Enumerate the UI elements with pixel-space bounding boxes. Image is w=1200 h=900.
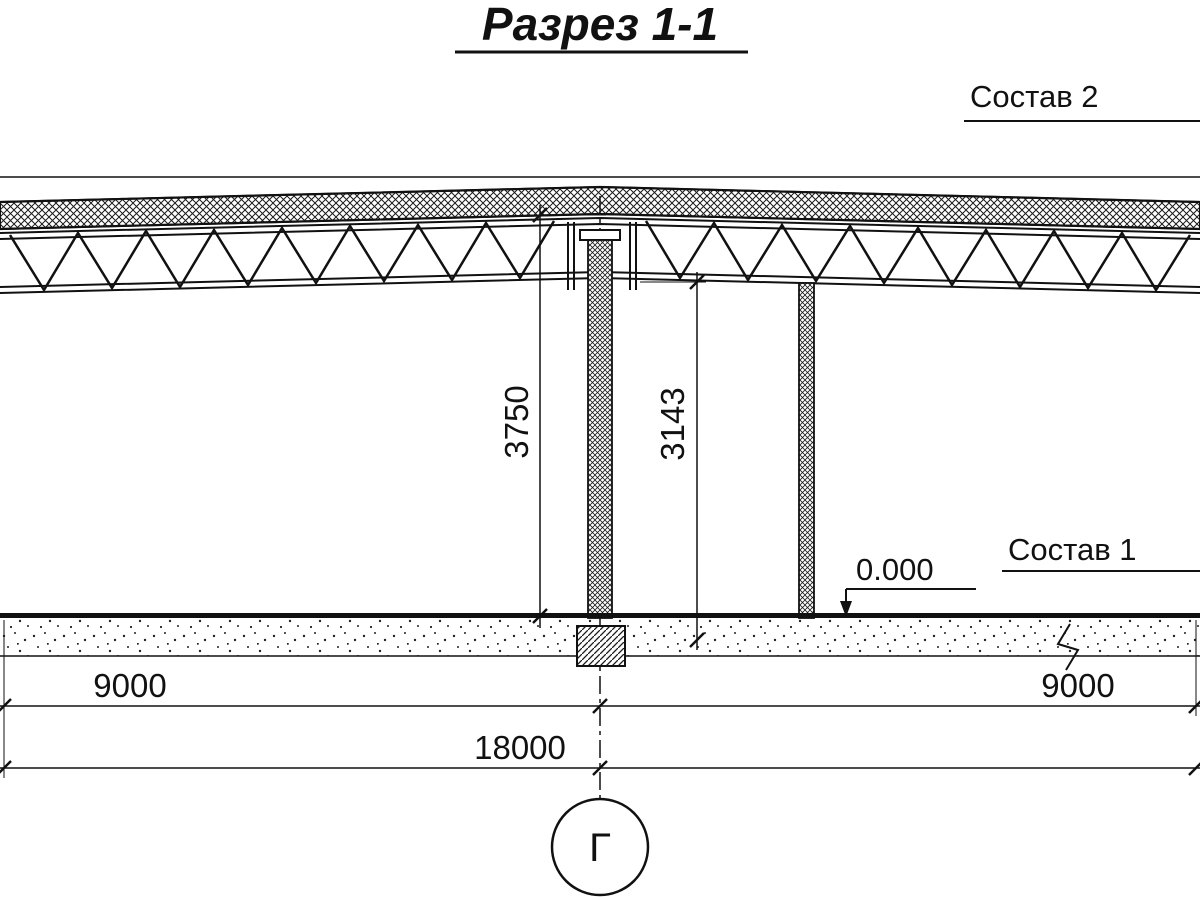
dim-total-tick-center — [592, 760, 608, 776]
dim-3750-tick-bottom — [532, 608, 548, 624]
dim-3143-tick-top — [689, 274, 705, 290]
dim-bays: 9000 9000 — [0, 667, 1200, 714]
axis-label: Г — [589, 826, 611, 870]
dim-total-tick-left — [0, 760, 12, 774]
dim-bays-tick-right — [1188, 700, 1200, 714]
dim-3143-value: 3143 — [654, 387, 691, 460]
truss-web-left — [8, 220, 556, 293]
roof-band-top-edge — [0, 185, 1200, 204]
dim-total-tick-right — [1188, 762, 1200, 776]
roof-assembly — [0, 176, 1200, 231]
truss-top-chord-outer — [0, 216, 1200, 234]
dim-9000-left-value: 9000 — [93, 667, 166, 704]
level-mark: 0.000 — [840, 552, 976, 617]
dim-3750-tick-top — [532, 207, 548, 223]
roof-band-bottom-edge — [0, 212, 1200, 231]
dim-3143: 3143 — [640, 272, 706, 650]
drawing-title: Разрез 1-1 — [482, 0, 718, 50]
foundation-block — [576, 625, 626, 667]
column-cap-plate — [579, 229, 621, 241]
dim-3750: 3750 — [498, 205, 606, 628]
axis-marker: Г — [550, 797, 650, 897]
columns — [579, 229, 815, 619]
dim-9000-right-value: 9000 — [1041, 667, 1114, 704]
truss-web-right — [644, 220, 1192, 293]
truss-top-chord-inner — [0, 222, 1200, 240]
dim-bays-tick-left — [0, 698, 12, 712]
composition-2-label: Состав 2 — [970, 79, 1099, 114]
dim-18000-value: 18000 — [474, 729, 566, 766]
composition-1-label: Состав 1 — [1008, 532, 1137, 567]
composition-1-callout: Состав 1 — [1002, 532, 1200, 572]
composition-2-callout: Состав 2 — [964, 79, 1200, 122]
axis-circle — [550, 797, 650, 897]
dim-bays-tick-center — [592, 698, 608, 714]
dim-3750-value: 3750 — [498, 385, 535, 458]
dim-total-span: 18000 — [0, 729, 1200, 776]
center-column — [587, 239, 613, 619]
dim-3143-tick-bottom — [689, 632, 705, 648]
level-mark-arrow-head — [840, 601, 852, 617]
level-mark-value: 0.000 — [856, 552, 934, 587]
floor-break-mark — [1056, 623, 1080, 671]
floor-slab — [0, 613, 1200, 671]
right-column — [798, 282, 815, 619]
